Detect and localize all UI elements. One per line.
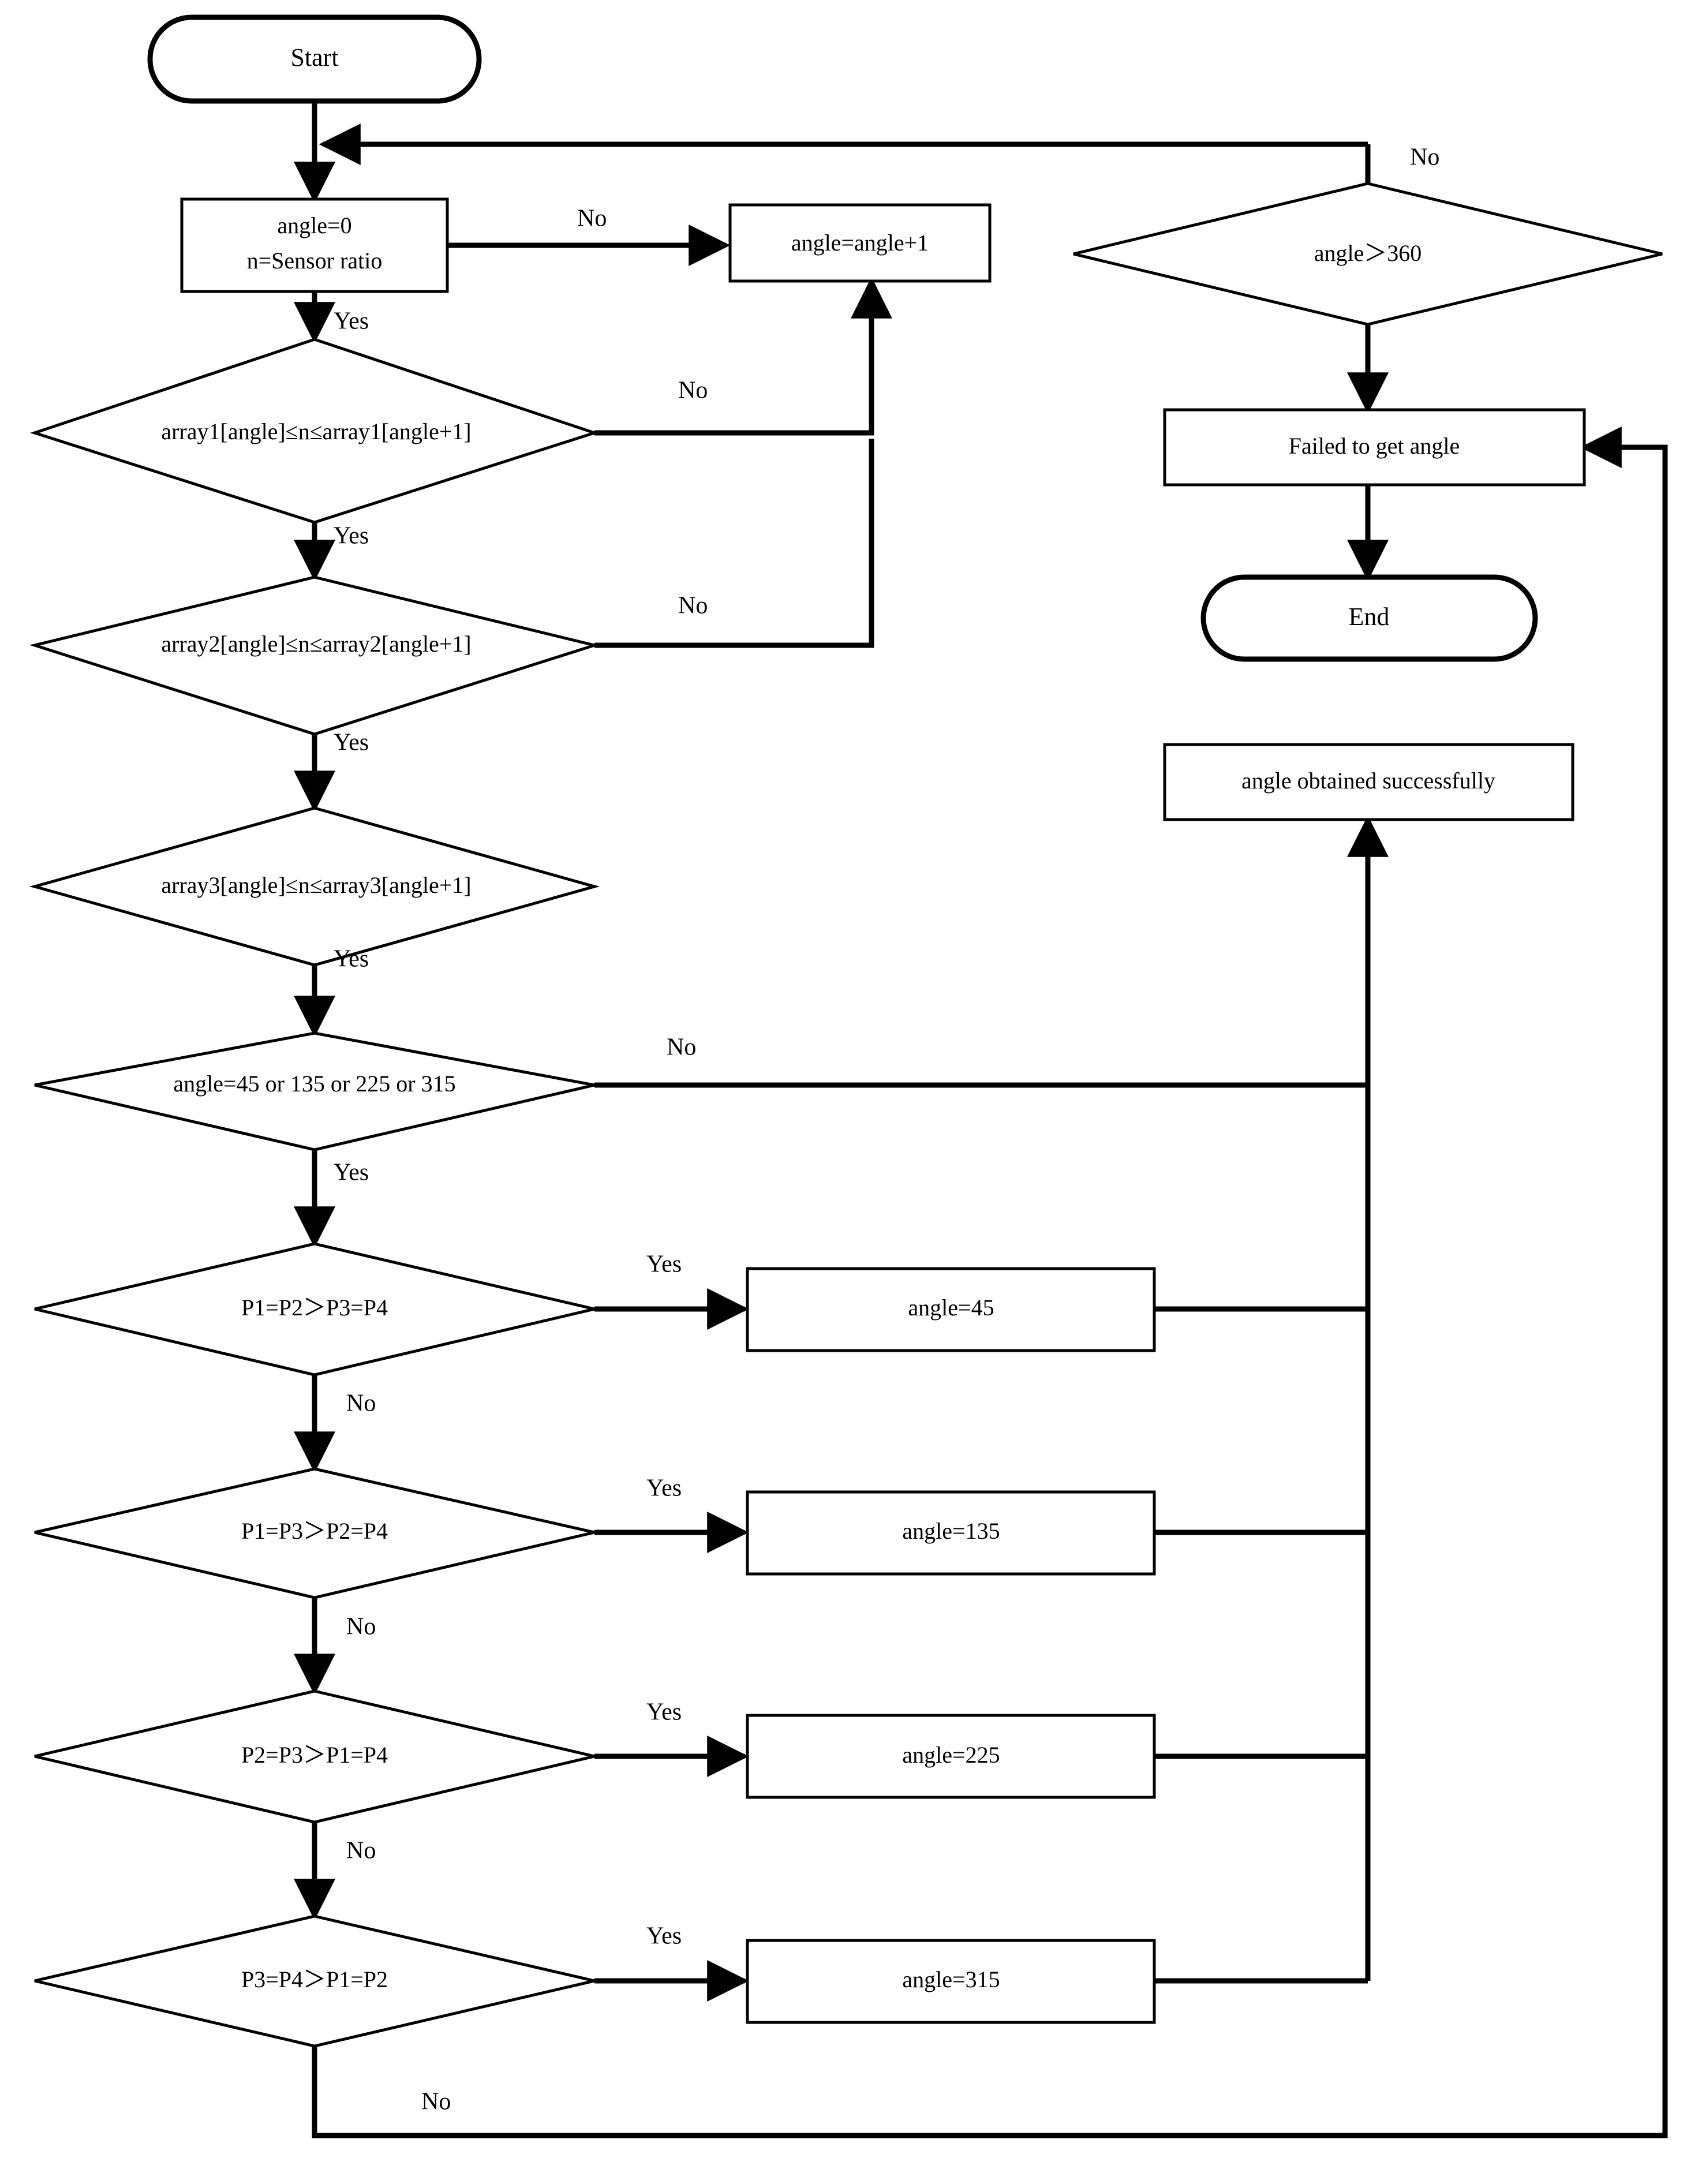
node-array1[interactable]: [29, 338, 600, 524]
edge-label-p45-yes: Yes: [646, 1251, 682, 1278]
node-set-315[interactable]: [746, 1939, 1156, 2024]
node-set-135[interactable]: [746, 1490, 1156, 1576]
node-end[interactable]: [1200, 574, 1538, 662]
node-array3[interactable]: [29, 806, 600, 967]
edge-label-quad-no: No: [667, 1034, 696, 1061]
node-quad-check-label: angle=45 or 135 or 225 or 315: [173, 1071, 455, 1097]
edge-label-p135-yes: Yes: [646, 1475, 682, 1502]
node-set-45-label: angle=45: [908, 1295, 994, 1321]
edge-label-array2-no: No: [678, 593, 708, 619]
edge-label-p315-no: No: [421, 2089, 451, 2115]
edge-label-p225-no: No: [346, 1838, 376, 1864]
node-p135-label: P1=P3＞P2=P4: [241, 1518, 388, 1544]
node-array2-label: array2[angle]≤n≤array2[angle+1]: [161, 631, 471, 657]
edge-p315-no-to-failed: [312, 427, 1668, 2138]
node-set-315-label: angle=315: [902, 1966, 1000, 1992]
node-array3-label: array3[angle]≤n≤array3[angle+1]: [161, 872, 471, 898]
node-failed-label: Failed to get angle: [1289, 433, 1460, 459]
edge-label-p45-no: No: [346, 1390, 376, 1417]
edge-label-array1-no: No: [678, 377, 708, 404]
edge-array1-no-to-increment: [594, 276, 892, 436]
node-start[interactable]: [147, 14, 482, 104]
node-p225-label: P2=P3＞P1=P4: [241, 1742, 388, 1768]
node-p45[interactable]: [34, 1242, 595, 1377]
node-p225[interactable]: [34, 1689, 595, 1824]
node-init-label-line2: n=Sensor ratio: [247, 248, 383, 274]
node-increment[interactable]: [728, 203, 992, 283]
edge-label-p315-yes: Yes: [646, 1923, 682, 1950]
edge-label-array1-yes: Yes: [334, 523, 369, 549]
node-start-label: Start: [290, 43, 338, 72]
edge-label-array3-yes: Yes: [334, 946, 369, 973]
node-p315[interactable]: [34, 1914, 595, 2048]
edge-label-init-no: No: [577, 205, 607, 232]
node-quad-check[interactable]: [34, 1031, 595, 1151]
node-init[interactable]: [180, 197, 449, 293]
node-success[interactable]: [1163, 743, 1574, 821]
node-failed[interactable]: [1163, 408, 1586, 487]
node-p315-label: P3=P4＞P1=P2: [241, 1966, 388, 1992]
edge-array2-no-to-increment: [594, 439, 874, 648]
node-set-225[interactable]: [746, 1714, 1156, 1799]
node-p45-label: P1=P2＞P3=P4: [241, 1295, 388, 1321]
node-array2[interactable]: [29, 575, 600, 736]
node-set-135-label: angle=135: [902, 1518, 1000, 1544]
edge-label-init-yes: Yes: [334, 308, 369, 335]
node-init-label-line1: angle=0: [277, 212, 351, 238]
node-increment-label: angle=angle+1: [791, 230, 929, 256]
node-check-360[interactable]: [1073, 182, 1663, 326]
edge-label-array2-yes: Yes: [334, 730, 369, 756]
node-end-label: End: [1349, 603, 1390, 631]
edge-label-check360-no: No: [1410, 144, 1439, 171]
node-success-label: angle obtained successfully: [1241, 768, 1495, 794]
edge-label-p225-yes: Yes: [646, 1699, 682, 1726]
edge-label-p135-no: No: [346, 1614, 376, 1640]
node-p135[interactable]: [34, 1467, 595, 1599]
node-check-360-label: angle＞360: [1314, 240, 1422, 266]
node-array1-label: array1[angle]≤n≤array1[angle+1]: [161, 418, 471, 444]
node-set-225-label: angle=225: [902, 1742, 1000, 1768]
node-set-45[interactable]: [746, 1267, 1156, 1352]
edge-label-quad-yes: Yes: [334, 1160, 369, 1186]
